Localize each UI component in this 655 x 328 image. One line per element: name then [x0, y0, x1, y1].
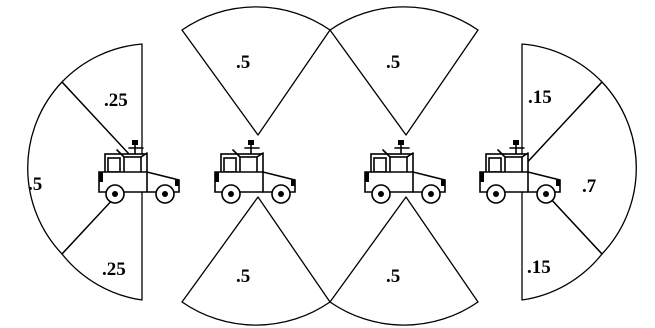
sector-label: .15 — [527, 257, 551, 278]
figure-3: .5 .5 — [330, 7, 478, 325]
vehicle-icon — [480, 140, 560, 203]
figure-4: .15 .7 .15 — [480, 44, 636, 300]
sector-label: .7 — [582, 176, 597, 197]
sector-label: .5 — [386, 266, 400, 287]
vehicle-icon — [99, 140, 179, 203]
sector-bottom — [330, 197, 478, 325]
sector-label: .25 — [102, 259, 126, 280]
figure-1: .25 .5 .25 — [28, 44, 179, 300]
sector-label: .25 — [104, 90, 128, 111]
sector-upper — [62, 44, 142, 168]
vehicle-icon — [365, 140, 445, 203]
sector-label: .5 — [28, 174, 42, 195]
figure-2: .5 .5 — [182, 7, 330, 325]
sector-top — [182, 7, 330, 135]
sector-bottom — [182, 197, 330, 325]
sector-label: .5 — [236, 52, 250, 73]
vehicle-icon — [215, 140, 295, 203]
sector-label: .5 — [386, 52, 400, 73]
sector-label: .5 — [236, 266, 250, 287]
sector-label: .15 — [528, 87, 552, 108]
sector-top — [330, 7, 478, 135]
